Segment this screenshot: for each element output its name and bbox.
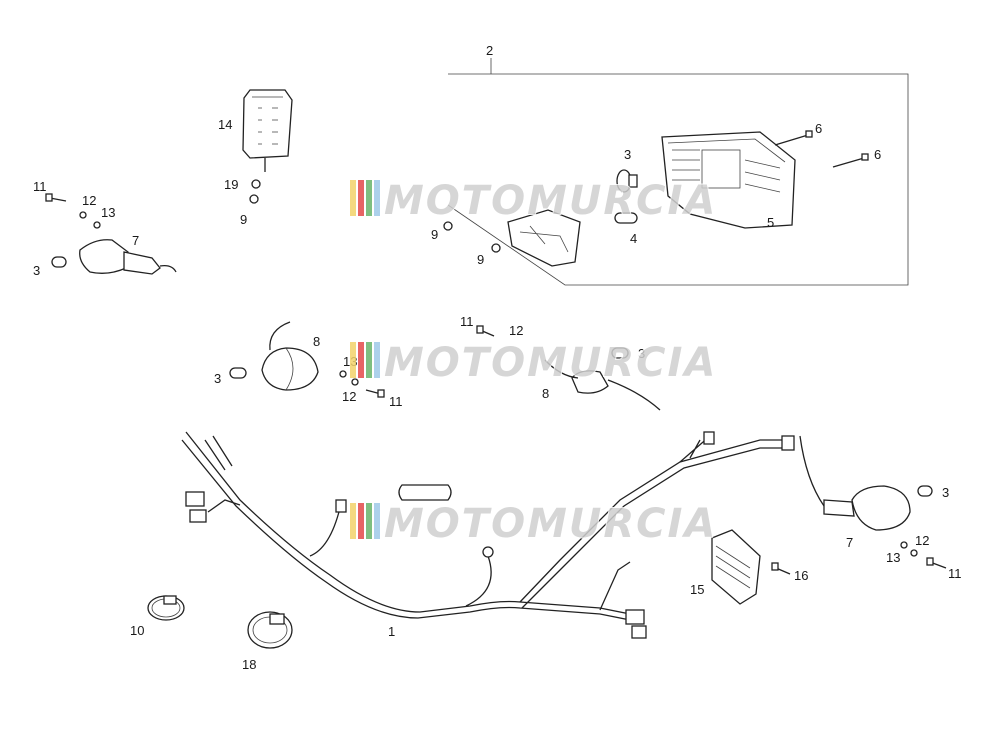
washer-small-rear	[339, 370, 347, 378]
wm-stripe-4	[374, 180, 380, 216]
bolt-right	[926, 557, 947, 569]
callout-4: 4	[630, 231, 637, 246]
callout-3-left: 3	[33, 263, 40, 278]
callout-11-left: 11	[33, 179, 47, 194]
cable-clamp	[147, 595, 185, 621]
callout-15: 15	[690, 582, 704, 597]
wm-stripe-2-mid	[358, 342, 364, 378]
callout-3-rear-left: 3	[214, 371, 221, 386]
wm-stripe-3	[366, 180, 372, 216]
wm-stripe-2	[358, 180, 364, 216]
nut-rectifier	[249, 194, 259, 204]
watermark-text-middle: MOTOMURCIA	[384, 340, 717, 386]
wm-stripe-3-bot	[366, 503, 372, 539]
callout-9-holder-lower: 9	[477, 252, 484, 267]
wm-stripe-4-mid	[374, 342, 380, 378]
callout-3-right: 3	[942, 485, 949, 500]
bulb-left	[51, 256, 67, 268]
callout-19: 19	[224, 177, 238, 192]
callout-8-right: 8	[542, 386, 549, 401]
washer-right	[900, 541, 908, 549]
wm-stripe-3-mid	[366, 342, 372, 378]
callout-18: 18	[242, 657, 256, 672]
watermark-logo-middle: MOTOMURCIA	[350, 339, 717, 387]
watermark-text-bottom: MOTOMURCIA	[384, 501, 717, 547]
callout-12-left: 12	[82, 193, 96, 208]
washer-left	[79, 211, 87, 219]
washer-small-right	[910, 549, 918, 557]
wm-stripe-1-bot	[350, 503, 356, 539]
rectifier	[242, 89, 293, 172]
callout-1: 1	[388, 624, 395, 639]
wm-stripe-2-bot	[358, 503, 364, 539]
bulb-rear-right	[611, 347, 629, 359]
callout-3-tail: 3	[624, 147, 631, 162]
nut-holder-upper	[443, 221, 453, 231]
screw-regulator	[771, 562, 791, 575]
callout-14: 14	[218, 117, 232, 132]
washer-rear	[351, 378, 359, 386]
callout-11-rear: 11	[389, 394, 403, 409]
callout-11-rear-right: 11	[460, 314, 474, 329]
watermark-text-top: MOTOMURCIA	[384, 178, 717, 224]
indicator-front-right	[799, 435, 911, 531]
bolt-left	[45, 193, 67, 202]
callout-9-holder-upper: 9	[431, 227, 438, 242]
callout-12-right: 12	[915, 533, 929, 548]
bolt-rear-right	[476, 325, 495, 337]
callout-12-rear: 12	[342, 389, 356, 404]
tail-light-group: 2 5 6 6 3 4	[431, 43, 909, 286]
wm-stripe-4-bot	[374, 503, 380, 539]
nut-holder-lower	[491, 243, 501, 253]
wiring-harness	[181, 431, 795, 639]
callout-7-right: 7	[846, 535, 853, 550]
wm-stripe-1-mid	[350, 342, 356, 378]
callout-6b: 6	[874, 147, 881, 162]
callout-11-right: 11	[948, 566, 962, 581]
tail-bulb-small	[614, 212, 638, 224]
voltage-regulator	[711, 529, 761, 605]
bulb-right	[917, 485, 933, 497]
callout-13-left: 13	[101, 205, 115, 220]
indicator-rear-right	[544, 359, 661, 411]
callout-13-right: 13	[886, 550, 900, 565]
callout-16: 16	[794, 568, 808, 583]
indicator-rear-left	[261, 321, 319, 391]
callout-9-rectifier: 9	[240, 212, 247, 227]
callout-3-rear-right: 3	[638, 346, 645, 361]
callout-12-rear-right: 12	[509, 323, 523, 338]
bolt-rear-left	[365, 389, 385, 398]
wm-stripe-1	[350, 180, 356, 216]
insulating-sleeve	[398, 484, 452, 501]
callout-6a: 6	[815, 121, 822, 136]
screw-long-lower	[832, 153, 869, 168]
callout-5: 5	[767, 215, 774, 230]
tail-lamp-holder	[507, 209, 581, 267]
tail-light-lens	[661, 131, 796, 229]
callout-8-left: 8	[313, 334, 320, 349]
grommet	[251, 179, 261, 189]
tail-bulb	[616, 169, 638, 193]
cable-clamp-large	[247, 611, 293, 649]
callout-2: 2	[486, 43, 493, 58]
callout-7-left: 7	[132, 233, 139, 248]
bulb-rear-left	[229, 367, 247, 379]
watermark-logo-top: MOTOMURCIA	[350, 177, 717, 225]
washer-small-left	[93, 221, 101, 229]
watermark-logo-bottom: MOTOMURCIA	[350, 500, 717, 548]
screw-long-upper	[774, 130, 813, 146]
callout-10: 10	[130, 623, 144, 638]
indicator-front-left	[79, 239, 177, 275]
group-frame	[447, 73, 909, 286]
